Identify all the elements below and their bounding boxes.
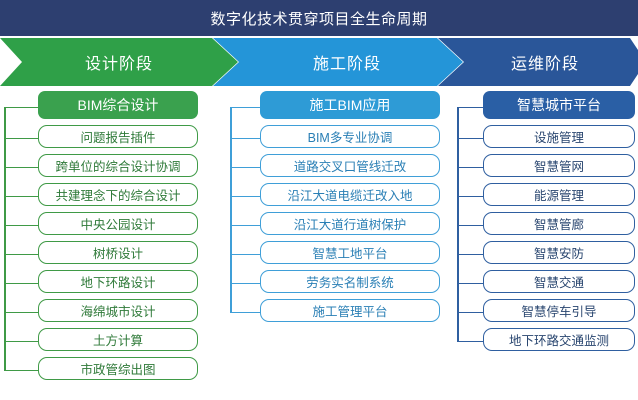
tree-row: 道路交叉口管线迁改 [228, 152, 450, 181]
tree-row: 地下环路交通监测 [455, 326, 638, 355]
tree-row: 能源管理 [455, 181, 638, 210]
connector-line [230, 224, 260, 226]
connector-line [230, 137, 260, 139]
tree-row-head: 施工BIM应用 [228, 90, 450, 123]
connector-line [4, 166, 38, 168]
connector-line [230, 195, 260, 197]
stage-band: 设计阶段 施工阶段 运维阶段 [0, 38, 638, 86]
connector-line [230, 311, 260, 313]
node-box[interactable]: 能源管理 [483, 183, 635, 206]
tree-row: 共建理念下的综合设计 [0, 181, 212, 210]
tree-row-head: BIM综合设计 [0, 90, 212, 123]
title-bar: 数字化技术贯穿项目全生命周期 [0, 0, 638, 36]
node-box[interactable]: 中央公园设计 [38, 212, 198, 235]
tree-row: 设施管理 [455, 123, 638, 152]
connector-line [4, 311, 38, 313]
connector-line [4, 137, 38, 139]
tree-row: BIM多专业协调 [228, 123, 450, 152]
tree-row: 智慧安防 [455, 239, 638, 268]
connector-line [230, 166, 260, 168]
group-header-construction[interactable]: 施工BIM应用 [260, 91, 440, 119]
node-box[interactable]: 共建理念下的综合设计 [38, 183, 198, 206]
connector-line [4, 340, 38, 342]
page-title: 数字化技术贯穿项目全生命周期 [210, 10, 428, 28]
connector-line [457, 106, 485, 108]
node-box[interactable]: 智慧交通 [483, 270, 635, 293]
stage-chevron-design[interactable]: 设计阶段 [0, 38, 238, 86]
connector-line [4, 106, 38, 108]
stage-label-operation: 运维阶段 [510, 56, 579, 73]
node-box[interactable]: 道路交叉口管线迁改 [260, 154, 440, 177]
connector-line [230, 106, 260, 108]
tree-row: 沿江大道电缆迁改入地 [228, 181, 450, 210]
tree-row: 问题报告插件 [0, 123, 212, 152]
tree-row: 智慧工地平台 [228, 239, 450, 268]
node-box[interactable]: 树桥设计 [38, 241, 198, 264]
node-box[interactable]: 市政管综出图 [38, 357, 198, 380]
node-box[interactable]: 施工管理平台 [260, 299, 440, 322]
node-box[interactable]: 沿江大道电缆迁改入地 [260, 183, 440, 206]
node-box[interactable]: 海绵城市设计 [38, 299, 198, 322]
connector-line [4, 253, 38, 255]
stage-chevron-construction[interactable]: 施工阶段 [213, 38, 463, 86]
tree-row: 智慧管廊 [455, 210, 638, 239]
tree-row: 土方计算 [0, 326, 212, 355]
node-box[interactable]: 跨单位的综合设计协调 [38, 154, 198, 177]
tree-row: 跨单位的综合设计协调 [0, 152, 212, 181]
node-box[interactable]: 地下环路交通监测 [483, 328, 635, 351]
connector-line [4, 282, 38, 284]
tree-trunk [4, 106, 6, 370]
connector-line [457, 340, 485, 342]
column-rows: 施工BIM应用 BIM多专业协调道路交叉口管线迁改沿江大道电缆迁改入地沿江大道行道… [228, 90, 450, 326]
connector-line [457, 195, 485, 197]
group-header-design[interactable]: BIM综合设计 [38, 91, 198, 119]
tree-row: 智慧交通 [455, 268, 638, 297]
node-box[interactable]: 智慧管网 [483, 154, 635, 177]
connector-line [457, 311, 485, 313]
connector-line [230, 253, 260, 255]
tree-trunk [457, 106, 459, 341]
connector-line [230, 282, 260, 284]
tree-row: 施工管理平台 [228, 297, 450, 326]
column-rows: 智慧城市平台设施管理智慧管网能源管理智慧管廊智慧安防智慧交通智慧停车引导地下环路… [455, 90, 638, 355]
tree-row-head: 智慧城市平台 [455, 90, 638, 123]
tree-row: 智慧管网 [455, 152, 638, 181]
tree-row: 市政管综出图 [0, 355, 212, 384]
tree-row: 劳务实名制系统 [228, 268, 450, 297]
stage-label-design: 设计阶段 [84, 56, 153, 73]
tree-row: 树桥设计 [0, 239, 212, 268]
connector-line [457, 224, 485, 226]
group-header-operation[interactable]: 智慧城市平台 [483, 91, 635, 119]
connector-line [457, 253, 485, 255]
tree-trunk [230, 106, 232, 312]
node-box[interactable]: 劳务实名制系统 [260, 270, 440, 293]
node-box[interactable]: 问题报告插件 [38, 125, 198, 148]
tree-row: 地下环路设计 [0, 268, 212, 297]
node-box[interactable]: BIM多专业协调 [260, 125, 440, 148]
node-box[interactable]: 智慧工地平台 [260, 241, 440, 264]
connector-line [457, 282, 485, 284]
connector-line [4, 224, 38, 226]
stage-label-construction: 施工阶段 [312, 56, 381, 73]
node-box[interactable]: 智慧安防 [483, 241, 635, 264]
node-box[interactable]: 设施管理 [483, 125, 635, 148]
connector-line [457, 166, 485, 168]
connector-line [4, 369, 38, 371]
node-box[interactable]: 智慧停车引导 [483, 299, 635, 322]
tree-row: 沿江大道行道树保护 [228, 210, 450, 239]
connector-line [457, 137, 485, 139]
tree-row: 海绵城市设计 [0, 297, 212, 326]
connector-line [4, 195, 38, 197]
node-box[interactable]: 地下环路设计 [38, 270, 198, 293]
tree-row: 中央公园设计 [0, 210, 212, 239]
stage-chevron-operation[interactable]: 运维阶段 [438, 38, 638, 86]
tree-row: 智慧停车引导 [455, 297, 638, 326]
node-box[interactable]: 沿江大道行道树保护 [260, 212, 440, 235]
node-box[interactable]: 智慧管廊 [483, 212, 635, 235]
node-box[interactable]: 土方计算 [38, 328, 198, 351]
column-rows: BIM综合设计问题报告插件跨单位的综合设计协调共建理念下的综合设计中央公园设计树… [0, 90, 212, 384]
